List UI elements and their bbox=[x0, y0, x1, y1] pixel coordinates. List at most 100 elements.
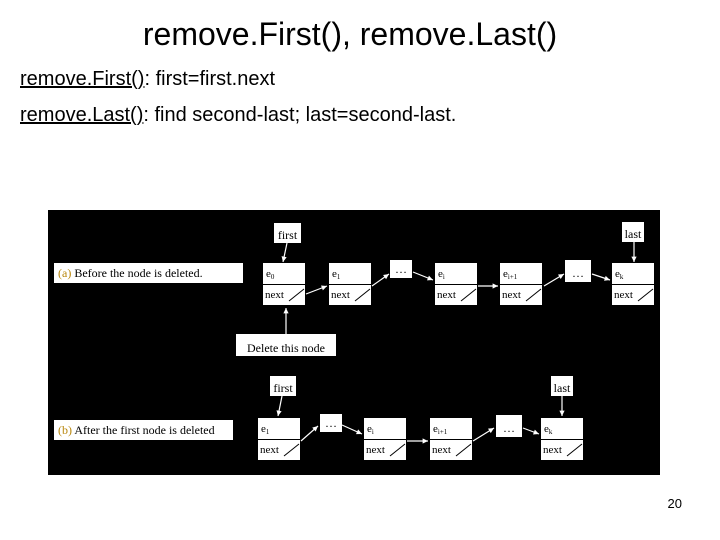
after-last-arrow bbox=[559, 396, 565, 416]
after-node-0-next-cell bbox=[258, 440, 300, 460]
slide-number: 20 bbox=[667, 496, 682, 511]
after-ellipsis-2: … bbox=[496, 415, 522, 437]
linked-list-diagram: first last (a) Before the node is deleted.… bbox=[48, 210, 660, 475]
after-arrow-1-ellipsis bbox=[300, 425, 319, 442]
after-arrow-i-i1 bbox=[407, 438, 428, 444]
before-node-2-element-sub: i bbox=[443, 273, 445, 281]
before-arrow-i-i1-head bbox=[492, 283, 498, 289]
after-ellipsis-2-box bbox=[496, 415, 522, 437]
before-node-0-element-sub: 0 bbox=[271, 273, 275, 281]
before-node-4-next: next bbox=[614, 289, 633, 301]
before-last-label: last bbox=[622, 222, 644, 242]
remove-last-method: remove.Last() bbox=[20, 104, 144, 126]
before-ellipsis-2-box bbox=[565, 260, 591, 282]
before-caption-body: Before the node is deleted. bbox=[71, 266, 202, 280]
before-node-4-element-sub: k bbox=[620, 273, 624, 281]
after-last-label-box bbox=[551, 376, 573, 396]
before-node-4-pointer-stroke bbox=[637, 288, 654, 302]
before-node-4-element: ek bbox=[615, 268, 624, 281]
remove-last-description: remove.Last(): find second-last; last=se… bbox=[20, 102, 456, 128]
after-node-3-element-sub: k bbox=[549, 428, 553, 436]
after-node-1-element-letter: e bbox=[367, 423, 372, 435]
before-node-4: ek next bbox=[612, 263, 654, 305]
after-node-2-pointer-stroke bbox=[455, 443, 472, 457]
after-node-3-next: next bbox=[543, 444, 562, 456]
after-node-0-pointer-stroke bbox=[283, 443, 300, 457]
before-node-2-pointer-stroke bbox=[460, 288, 477, 302]
after-node-3-element: ek bbox=[544, 423, 553, 436]
before-node-2-next-cell bbox=[435, 285, 477, 305]
before-arrow-i1-ellipsis bbox=[543, 273, 565, 287]
after-node-2-element-cell bbox=[430, 418, 472, 439]
before-ellipsis-1-text: … bbox=[395, 262, 407, 276]
after-node-1-pointer-stroke bbox=[389, 443, 406, 457]
after-caption-text: (b) After the first node is deleted bbox=[58, 423, 215, 437]
before-node-2-element-cell bbox=[435, 263, 477, 284]
before-ellipsis-2: … bbox=[565, 260, 591, 282]
after-node-0-element: e1 bbox=[261, 423, 270, 436]
after-node-0-element-cell bbox=[258, 418, 300, 439]
before-first-label-text: first bbox=[278, 228, 298, 242]
before-arrow-1-ellipsis-head bbox=[383, 274, 389, 280]
before-last-label-text: last bbox=[625, 227, 642, 241]
before-node-1-element-letter: e bbox=[332, 268, 337, 280]
before-arrow-ellipsis-i-head bbox=[427, 275, 433, 281]
after-node-1-element-sub: i bbox=[372, 428, 374, 436]
after-last-label-text: last bbox=[554, 381, 571, 395]
delete-this-node-label-box bbox=[236, 334, 336, 356]
after-arrow-ellipsis-i-head bbox=[356, 429, 362, 435]
before-arrow-i1-ellipsis-head bbox=[558, 274, 564, 280]
before-node-4-next-cell bbox=[612, 285, 654, 305]
after-node-0-next: next bbox=[260, 444, 279, 456]
before-caption-prefix: (a) bbox=[58, 266, 71, 280]
after-caption: (b) After the first node is deleted bbox=[54, 420, 233, 440]
before-node-4-element-cell bbox=[612, 263, 654, 284]
before-node-3-next: next bbox=[502, 289, 521, 301]
before-node-1-element: e1 bbox=[332, 268, 341, 281]
before-node-4-element-letter: e bbox=[615, 268, 620, 280]
delete-this-node-label: Delete this node bbox=[236, 334, 336, 356]
before-ellipsis-1-box bbox=[390, 260, 412, 278]
after-ellipsis-1-text: … bbox=[325, 416, 337, 430]
before-node-3-element-sub: i+1 bbox=[508, 273, 518, 281]
after-last-arrow-head bbox=[559, 410, 565, 416]
after-arrow-i-i1-head bbox=[422, 438, 428, 444]
after-node-1-element: ei bbox=[367, 423, 374, 436]
before-node-1-element-cell bbox=[329, 263, 371, 284]
before-node-3-element-cell bbox=[500, 263, 542, 284]
delete-this-node-label-text: Delete this node bbox=[247, 341, 325, 355]
before-node-3-next-cell bbox=[500, 285, 542, 305]
before-node-1: e1 next bbox=[329, 263, 371, 305]
after-node-0-element-letter: e bbox=[261, 423, 266, 435]
before-last-arrow-head bbox=[631, 256, 637, 262]
after-first-arrow bbox=[276, 395, 283, 417]
before-node-0-next-cell bbox=[263, 285, 305, 305]
after-ellipsis-1: … bbox=[320, 414, 342, 432]
before-arrow-i-i1 bbox=[478, 283, 498, 289]
remove-first-text: : first=first.next bbox=[144, 68, 276, 90]
after-first-label-text: first bbox=[273, 381, 293, 395]
after-arrow-i1-ellipsis-head bbox=[488, 428, 494, 434]
after-caption-box bbox=[54, 420, 233, 440]
before-node-3: ei+1 next bbox=[500, 263, 542, 305]
before-node-1-pointer-stroke bbox=[354, 288, 371, 302]
before-arrow-0-1-head bbox=[321, 285, 327, 291]
before-node-2-next: next bbox=[437, 289, 456, 301]
before-node-0-next: next bbox=[265, 289, 284, 301]
before-node-3-element: ei+1 bbox=[503, 268, 518, 281]
after-node-3-element-cell bbox=[541, 418, 583, 439]
remove-first-method: remove.First() bbox=[20, 68, 145, 90]
before-first-label-box bbox=[274, 223, 301, 243]
after-arrow-ellipsis-i bbox=[341, 424, 363, 435]
before-node-1-next: next bbox=[331, 289, 350, 301]
after-arrow-ellipsis-k-head bbox=[533, 429, 539, 435]
before-node-2-element-letter: e bbox=[438, 268, 443, 280]
after-caption-body: After the first node is deleted bbox=[72, 423, 215, 437]
after-node-2-element-letter: e bbox=[433, 423, 438, 435]
after-node-3-next-cell bbox=[541, 440, 583, 460]
after-first-label: first bbox=[270, 376, 296, 396]
after-node-0: e1 next bbox=[258, 418, 300, 460]
